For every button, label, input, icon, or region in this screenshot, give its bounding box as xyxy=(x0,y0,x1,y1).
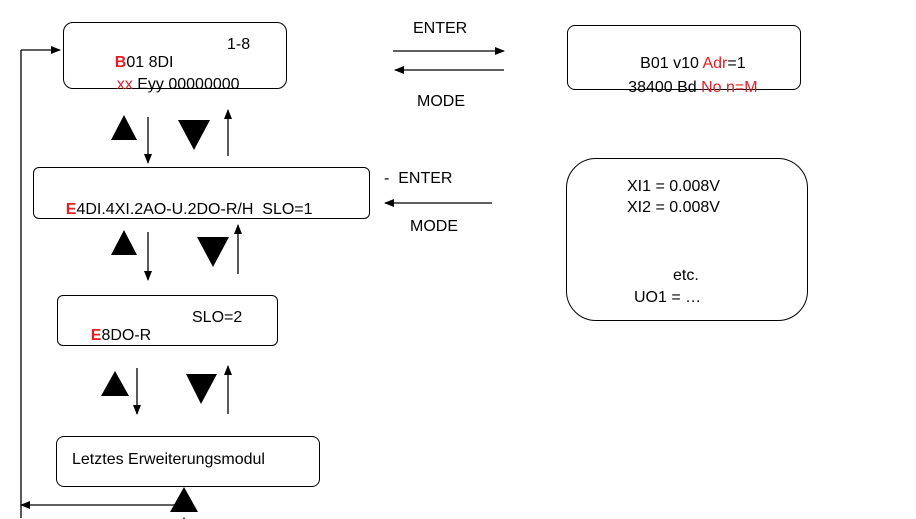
device-info-box[interactable]: B01 v10 Adr=1 38400 Bd No n=M xyxy=(567,25,801,96)
value-uo1: UO1 = … xyxy=(634,289,702,306)
enter-label-mid: - ENTER xyxy=(384,170,453,187)
address-value: =1 xyxy=(727,55,746,72)
up-triangle-icon xyxy=(101,371,129,396)
down-triangle-icon xyxy=(186,374,217,404)
expansion-prefix: E xyxy=(65,201,77,218)
expansion-config: 8DO-R xyxy=(101,327,152,344)
mode-label-mid: MODE xyxy=(410,218,458,235)
down-triangle-icon xyxy=(197,237,229,267)
version-text: B01 v10 xyxy=(640,55,703,72)
module-name: 01 8DI xyxy=(126,54,174,71)
module-status: Eyy 00000000 xyxy=(132,76,240,93)
address-label: Adr xyxy=(702,55,728,72)
module-e8-box[interactable]: E8DO-R SLO=2 xyxy=(57,295,278,346)
down-triangle-icon xyxy=(178,120,210,150)
mode-label-top: MODE xyxy=(417,93,465,110)
values-box[interactable]: XI1 = 0.008V XI2 = 0.008V etc. UO1 = … xyxy=(566,158,808,321)
up-triangle-icon xyxy=(111,230,137,255)
value-etc: etc. xyxy=(673,267,699,284)
module-b01-box[interactable]: B01 8DI 1-8 xx Eyy 00000000 xyxy=(63,22,287,93)
up-triangle-icon xyxy=(170,487,198,512)
enter-label-top: ENTER xyxy=(413,20,468,37)
value-xi1: XI1 = 0.008V xyxy=(627,178,720,195)
parity-text: No n=M xyxy=(701,79,758,96)
last-module-box[interactable]: Letztes Erweiterungsmodul xyxy=(56,436,320,487)
expansion-prefix: E xyxy=(90,327,102,344)
module-range: 1-8 xyxy=(227,36,251,53)
slot-label: SLO=2 xyxy=(192,309,243,326)
up-triangle-icon xyxy=(111,115,137,140)
value-xi2: XI2 = 0.008V xyxy=(627,199,720,216)
last-module-label: Letztes Erweiterungsmodul xyxy=(72,451,265,468)
module-prefix: B xyxy=(114,54,127,71)
module-status-prefix: xx xyxy=(116,76,133,93)
module-e4-box[interactable]: E4DI.4XI.2AO-U.2DO-R/H SLO=1 xyxy=(33,167,370,219)
expansion-config: 4DI.4XI.2AO-U.2DO-R/H SLO=1 xyxy=(76,201,313,218)
baud-text: 38400 Bd xyxy=(628,79,702,96)
